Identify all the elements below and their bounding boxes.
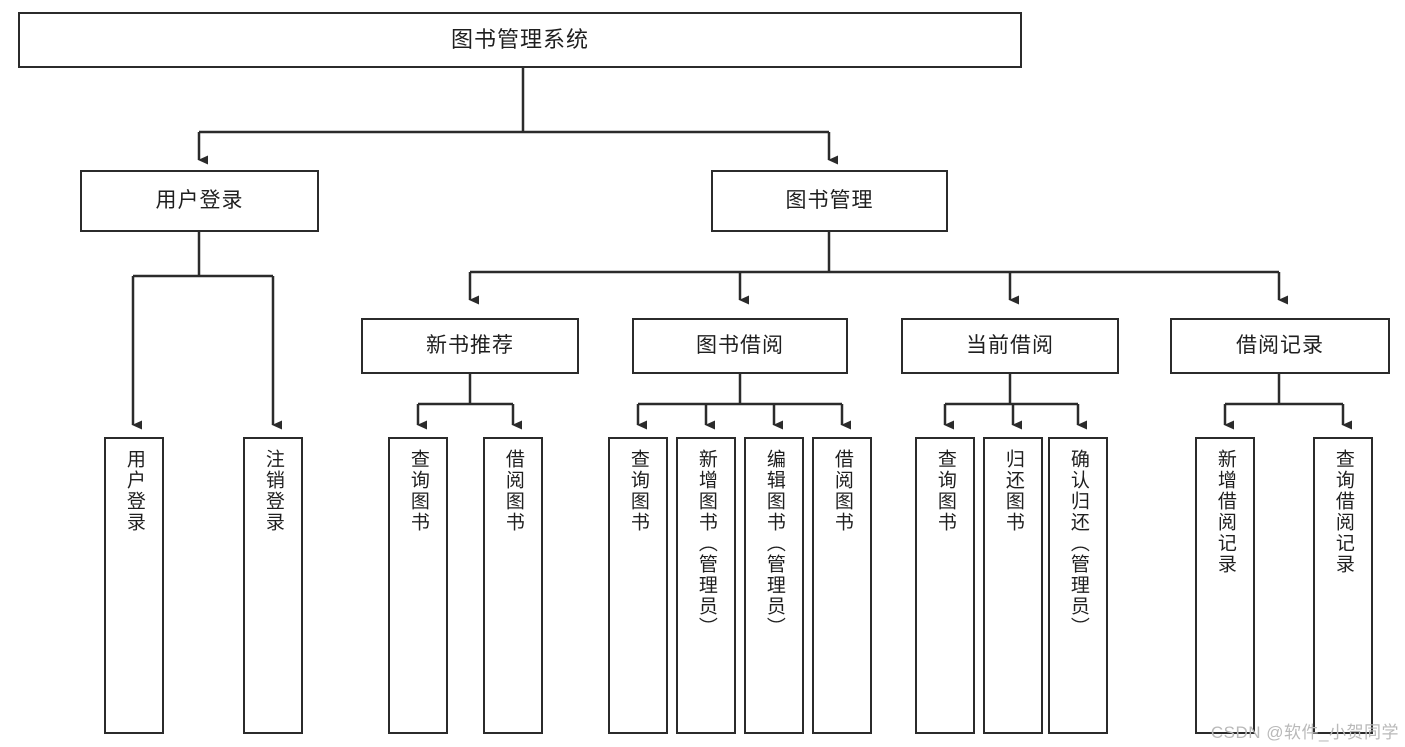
node-label: 图书管理系统: [450, 26, 589, 52]
node-label: 图书管理: [785, 189, 874, 213]
leaf-borrow-book[interactable]: 借阅图书: [812, 437, 872, 734]
node-label: 借阅记录: [1236, 334, 1324, 358]
node-label: 归还图书: [1002, 449, 1024, 533]
leaf-query-borrow-record[interactable]: 查询借阅记录: [1313, 437, 1373, 734]
node-label: 确认归还（管理员）: [1067, 449, 1089, 638]
leaf-query-book-current[interactable]: 查询图书: [915, 437, 975, 734]
node-label: 借阅图书: [831, 449, 853, 533]
node-book-management[interactable]: 图书管理: [711, 170, 948, 232]
node-label: 编辑图书（管理员）: [763, 449, 785, 638]
node-label: 用户登录: [155, 189, 244, 213]
leaf-add-borrow-record[interactable]: 新增借阅记录: [1195, 437, 1255, 734]
node-book-borrow[interactable]: 图书借阅: [632, 318, 848, 374]
node-root-book-management-system[interactable]: 图书管理系统: [18, 12, 1022, 68]
node-current-borrow[interactable]: 当前借阅: [901, 318, 1119, 374]
leaf-query-book-recommend[interactable]: 查询图书: [388, 437, 448, 734]
node-label: 新增借阅记录: [1214, 449, 1236, 575]
node-label: 图书借阅: [696, 334, 784, 358]
node-borrow-record[interactable]: 借阅记录: [1170, 318, 1390, 374]
node-label: 查询图书: [627, 449, 649, 533]
node-label: 新增图书（管理员）: [695, 449, 717, 638]
node-label: 注销登录: [262, 449, 284, 533]
leaf-logout-login[interactable]: 注销登录: [243, 437, 303, 734]
leaf-query-book-borrow[interactable]: 查询图书: [608, 437, 668, 734]
leaf-return-book[interactable]: 归还图书: [983, 437, 1043, 734]
leaf-add-book-admin[interactable]: 新增图书（管理员）: [676, 437, 736, 734]
node-user-login[interactable]: 用户登录: [80, 170, 319, 232]
node-new-book-recommend[interactable]: 新书推荐: [361, 318, 579, 374]
leaf-confirm-return-admin[interactable]: 确认归还（管理员）: [1048, 437, 1108, 734]
node-label: 用户登录: [123, 449, 145, 533]
leaf-user-login[interactable]: 用户登录: [104, 437, 164, 734]
node-label: 借阅图书: [502, 449, 524, 533]
leaf-edit-book-admin[interactable]: 编辑图书（管理员）: [744, 437, 804, 734]
node-label: 查询借阅记录: [1332, 449, 1354, 575]
leaf-borrow-book-recommend[interactable]: 借阅图书: [483, 437, 543, 734]
node-label: 新书推荐: [426, 334, 514, 358]
node-label: 查询图书: [407, 449, 429, 533]
node-label: 当前借阅: [966, 334, 1054, 358]
node-label: 查询图书: [934, 449, 956, 533]
